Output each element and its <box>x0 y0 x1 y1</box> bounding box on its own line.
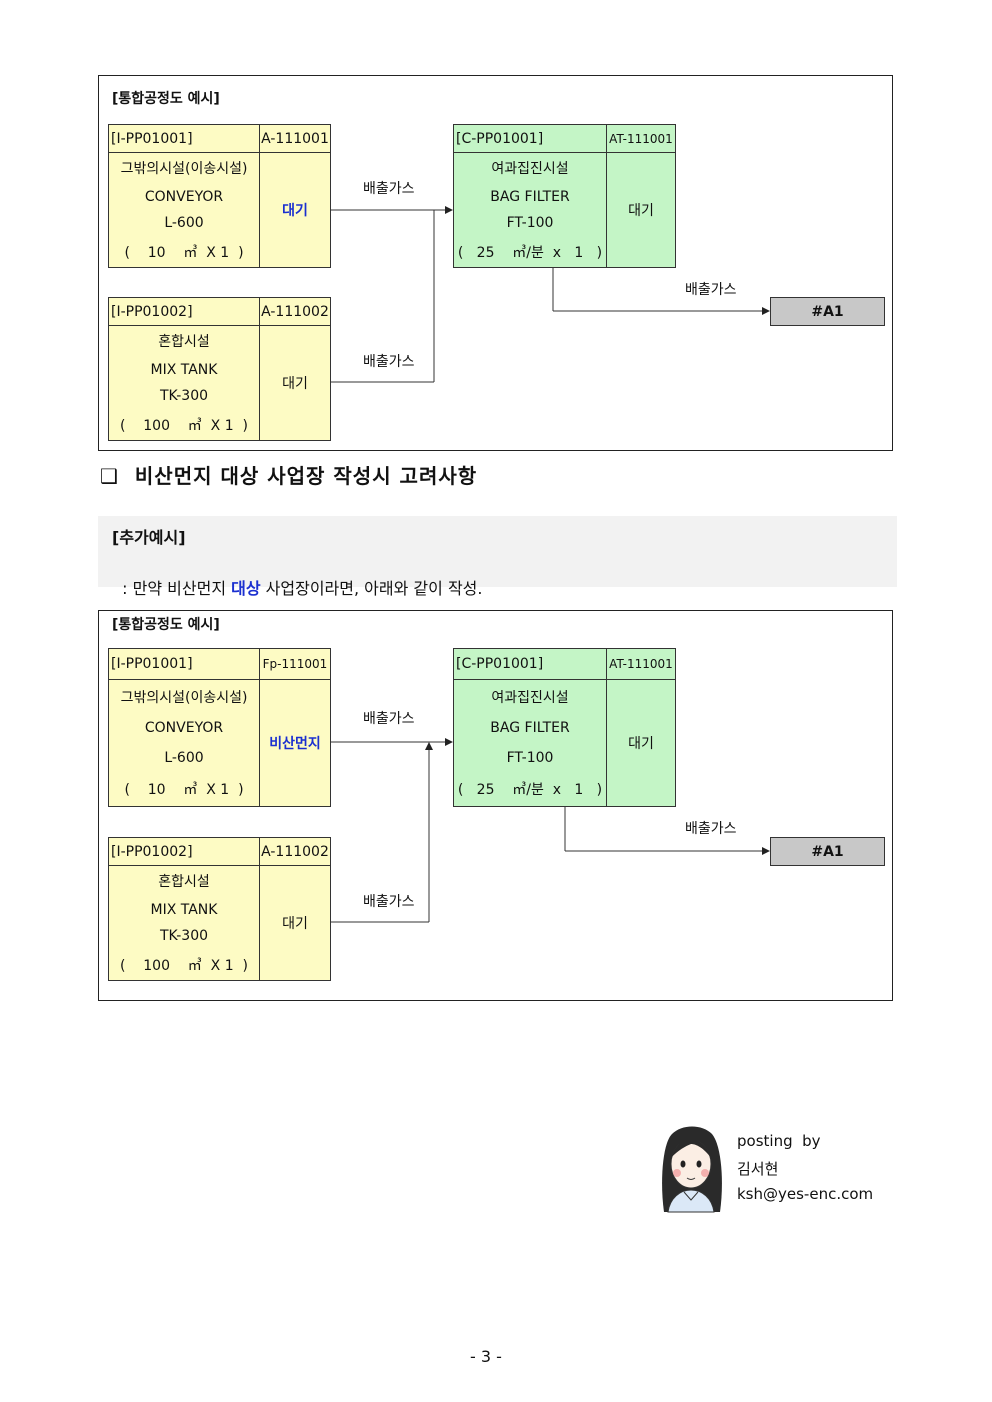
outlet-box: #A1 <box>770 837 885 866</box>
facility-type: 여과집진시설 <box>491 689 569 706</box>
author-email: ksh@yes-enc.com <box>737 1185 874 1203</box>
facility-name: MIX TANK <box>150 361 218 378</box>
facility-model: FT-100 <box>506 215 554 232</box>
facility-capacity: ( 100 ㎥ X 1 ) <box>120 417 248 434</box>
facility-id: [I-PP01002] <box>108 837 260 866</box>
flow-label: 배출가스 <box>685 821 737 837</box>
facility-status: 비산먼지 <box>259 679 331 807</box>
facility-spec: 그밖의시설(이송시설) CONVEYOR L-600 ( 10 ㎥ X 1 ) <box>108 679 260 807</box>
facility-model: FT-100 <box>506 749 554 766</box>
note-title: [추가예시] <box>112 528 186 547</box>
checkbox-marker-icon: ❑ <box>100 464 119 488</box>
facility-model: L-600 <box>164 749 204 766</box>
facility-type: 그밖의시설(이송시설) <box>120 689 248 706</box>
flow-label: 배출가스 <box>363 181 415 197</box>
author-avatar-icon <box>662 1126 722 1213</box>
author-name: 김서현 <box>737 1160 779 1178</box>
facility-capacity: ( 100 ㎥ X 1 ) <box>120 957 248 974</box>
flow-label: 배출가스 <box>363 894 415 910</box>
facility-code: AT-111001 <box>606 648 676 680</box>
facility-type: 혼합시설 <box>158 334 210 351</box>
facility-spec: 혼합시설 MIX TANK TK-300 ( 100 ㎥ X 1 ) <box>108 865 260 981</box>
facility-name: BAG FILTER <box>490 188 570 205</box>
facility-capacity: ( 10 ㎥ X 1 ) <box>124 244 244 261</box>
facility-model: TK-300 <box>159 388 209 405</box>
facility-capacity: ( 25 ㎥/분 x 1 ) <box>457 244 603 261</box>
facility-spec: 여과집진시설 BAG FILTER FT-100 ( 25 ㎥/분 x 1 ) <box>453 679 607 807</box>
facility-type: 여과집진시설 <box>491 161 569 178</box>
page-number: - 3 - <box>470 1347 502 1366</box>
process-diagram-1 <box>98 75 893 451</box>
facility-name: CONVEYOR <box>144 188 224 205</box>
flow-label: 배출가스 <box>363 354 415 370</box>
facility-spec: 그밖의시설(이송시설) CONVEYOR L-600 ( 10 ㎥ X 1 ) <box>108 152 260 268</box>
highlight-text: 대상 <box>231 579 261 598</box>
note-text: : 만약 비산먼지 대상 사업장이라면, 아래와 같이 작성. <box>122 579 483 598</box>
facility-name: MIX TANK <box>150 901 218 918</box>
facility-spec: 여과집진시설 BAG FILTER FT-100 ( 25 ㎥/분 x 1 ) <box>453 152 607 268</box>
facility-code: Fp-111001 <box>259 648 331 680</box>
flow-label: 배출가스 <box>363 711 415 727</box>
facility-id: [I-PP01001] <box>108 648 260 680</box>
section-title: 비산먼지 대상 사업장 작성시 고려사항 <box>134 464 478 488</box>
author-byline: posting by <box>737 1132 821 1150</box>
facility-name: CONVEYOR <box>144 720 224 737</box>
section-heading: ❑ 비산먼지 대상 사업장 작성시 고려사항 <box>100 460 477 489</box>
facility-status: 대기 <box>259 152 331 268</box>
diagram-title: [통합공정도 예시] <box>112 91 220 107</box>
facility-capacity: ( 10 ㎥ X 1 ) <box>124 782 244 799</box>
facility-status: 대기 <box>606 679 676 807</box>
diagram-title: [통합공정도 예시] <box>112 617 220 633</box>
facility-model: TK-300 <box>159 928 209 945</box>
outlet-box: #A1 <box>770 297 885 326</box>
facility-id: [C-PP01001] <box>453 124 607 153</box>
process-diagram-2 <box>98 610 893 1001</box>
facility-status: 대기 <box>259 865 331 981</box>
facility-name: BAG FILTER <box>490 720 570 737</box>
flow-label: 배출가스 <box>685 282 737 298</box>
facility-status: 대기 <box>259 325 331 441</box>
facility-status: 대기 <box>606 152 676 268</box>
facility-type: 혼합시설 <box>158 874 210 891</box>
facility-type: 그밖의시설(이송시설) <box>120 161 248 178</box>
facility-id: [I-PP01001] <box>108 124 260 153</box>
facility-id: [C-PP01001] <box>453 648 607 680</box>
facility-model: L-600 <box>164 215 204 232</box>
facility-capacity: ( 25 ㎥/분 x 1 ) <box>457 782 603 799</box>
note-box <box>98 516 897 587</box>
